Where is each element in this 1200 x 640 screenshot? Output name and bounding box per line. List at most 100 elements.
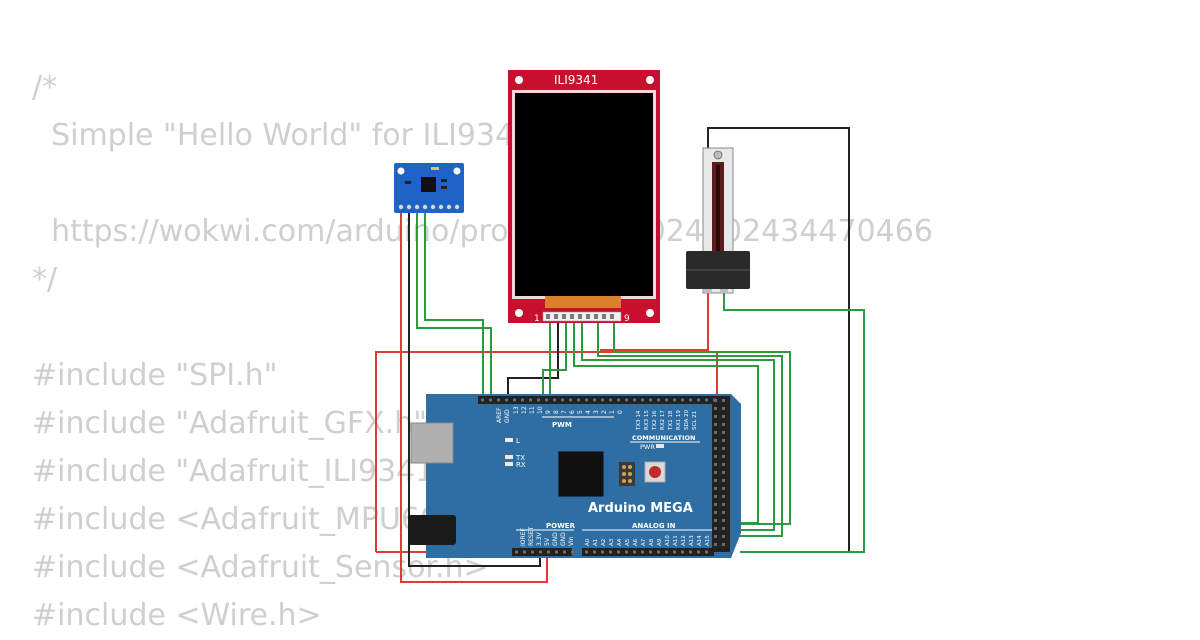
header-hole <box>555 550 558 554</box>
usb-port[interactable] <box>410 422 454 464</box>
mpu-pin[interactable] <box>454 204 460 210</box>
header-hole <box>714 511 717 514</box>
led-tx-label: TX <box>515 454 525 462</box>
wire-green-disp-dc[interactable] <box>542 322 567 400</box>
header-hole <box>585 550 588 554</box>
header-hole <box>593 398 596 402</box>
digital-header[interactable] <box>478 396 636 404</box>
mpu-chip <box>421 177 436 192</box>
display-pin[interactable] <box>594 314 598 319</box>
mpu-hole-left <box>397 167 405 175</box>
header-hole <box>714 439 717 442</box>
mpu-pin[interactable] <box>446 204 452 210</box>
wire-green-mpu-sda[interactable] <box>424 212 484 400</box>
digital-pin-label: 1 <box>609 410 616 414</box>
wire-green-pot-sig[interactable] <box>723 292 865 553</box>
wire-red-mpu-vcc[interactable] <box>400 212 548 583</box>
code-line: */ <box>32 262 58 297</box>
header-hole <box>633 398 636 402</box>
mpu-pin[interactable] <box>422 204 428 210</box>
mount-hole-bl <box>515 309 523 317</box>
digital-pin-label: 13 <box>513 406 520 414</box>
ili9341-display[interactable]: ILI9341 1 9 <box>508 70 660 324</box>
power-jack[interactable] <box>408 515 456 545</box>
header-hole <box>722 535 725 538</box>
header-hole <box>649 550 652 554</box>
code-line: #include <Wire.h> <box>32 598 322 633</box>
digital-pin-label: 12 <box>521 406 528 414</box>
mpu-smd-4 <box>431 167 439 170</box>
header-hole <box>531 550 534 554</box>
header-hole <box>722 495 725 498</box>
analog-pin-label: A8 <box>649 538 655 546</box>
pot-adjust-icon <box>713 150 723 160</box>
power-label: POWER <box>546 522 576 530</box>
wire-red-5v-loop[interactable] <box>375 351 718 552</box>
display-pins <box>546 314 614 319</box>
pwr-label: PWR <box>640 443 655 451</box>
header-hole <box>714 543 717 546</box>
wire-green-disp-sck[interactable] <box>581 322 775 531</box>
display-pin[interactable] <box>570 314 574 319</box>
display-pin[interactable] <box>562 314 566 319</box>
led-rx-label: RX <box>516 461 526 469</box>
display-pin[interactable] <box>586 314 590 319</box>
header-hole <box>529 398 532 402</box>
mpu-pin[interactable] <box>406 204 412 210</box>
analog-pin-label: A6 <box>633 538 639 546</box>
mpu-pin[interactable] <box>398 204 404 210</box>
header-hole <box>722 487 725 490</box>
header-hole <box>722 519 725 522</box>
header-hole <box>665 550 668 554</box>
header-hole <box>673 398 676 402</box>
mpu-pin[interactable] <box>430 204 436 210</box>
wire-green-mpu-scl[interactable] <box>416 212 492 400</box>
mpu6050-module[interactable] <box>394 163 464 213</box>
analog-pin-label: A4 <box>617 538 623 546</box>
mpu-pin[interactable] <box>438 204 444 210</box>
reset-button[interactable] <box>644 461 666 483</box>
display-pin[interactable] <box>610 314 614 319</box>
header-hole <box>585 398 588 402</box>
display-pin[interactable] <box>602 314 606 319</box>
display-label: ILI9341 <box>554 73 598 87</box>
digital-pin-label: 7 <box>561 410 568 414</box>
wire-green-disp-miso[interactable] <box>597 322 783 537</box>
header-hole <box>641 550 644 554</box>
display-pin[interactable] <box>554 314 558 319</box>
comm-pin-label: SCL 21 <box>692 411 698 430</box>
wire-green-disp-led[interactable] <box>613 322 791 525</box>
digital-pin-label: 11 <box>529 406 536 414</box>
header-hole <box>547 550 550 554</box>
header-hole <box>722 423 725 426</box>
header-hole <box>714 487 717 490</box>
mpu-pin[interactable] <box>414 204 420 210</box>
header-hole <box>722 431 725 434</box>
header-hole <box>649 398 652 402</box>
arduino-mega-board[interactable]: Arduino MEGA PWM COMMUNICATION PWR L TX … <box>408 394 741 558</box>
comm-pin-label: TX1 18 <box>668 410 674 431</box>
header-hole <box>714 527 717 530</box>
wire-red-pot-vcc[interactable] <box>600 290 709 351</box>
header-hole <box>714 455 717 458</box>
comm-header[interactable] <box>636 396 718 404</box>
header-hole <box>681 398 684 402</box>
header-hole <box>489 398 492 402</box>
header-hole <box>625 550 628 554</box>
wire-black-display-gnd[interactable] <box>507 322 559 400</box>
reset-label: RESET <box>528 526 535 546</box>
display-pin[interactable] <box>578 314 582 319</box>
analog-pin-label: A12 <box>681 535 687 546</box>
slide-potentiometer[interactable] <box>686 147 750 294</box>
display-screen <box>515 93 653 296</box>
header-hole <box>481 398 484 402</box>
header-hole <box>714 447 717 450</box>
analog-header[interactable] <box>582 548 714 556</box>
display-pin[interactable] <box>546 314 550 319</box>
led-rx-indicator <box>505 462 513 466</box>
ioref-label: IOREF <box>520 528 527 546</box>
header-hole <box>722 463 725 466</box>
header-hole <box>641 398 644 402</box>
header-hole <box>714 407 717 410</box>
